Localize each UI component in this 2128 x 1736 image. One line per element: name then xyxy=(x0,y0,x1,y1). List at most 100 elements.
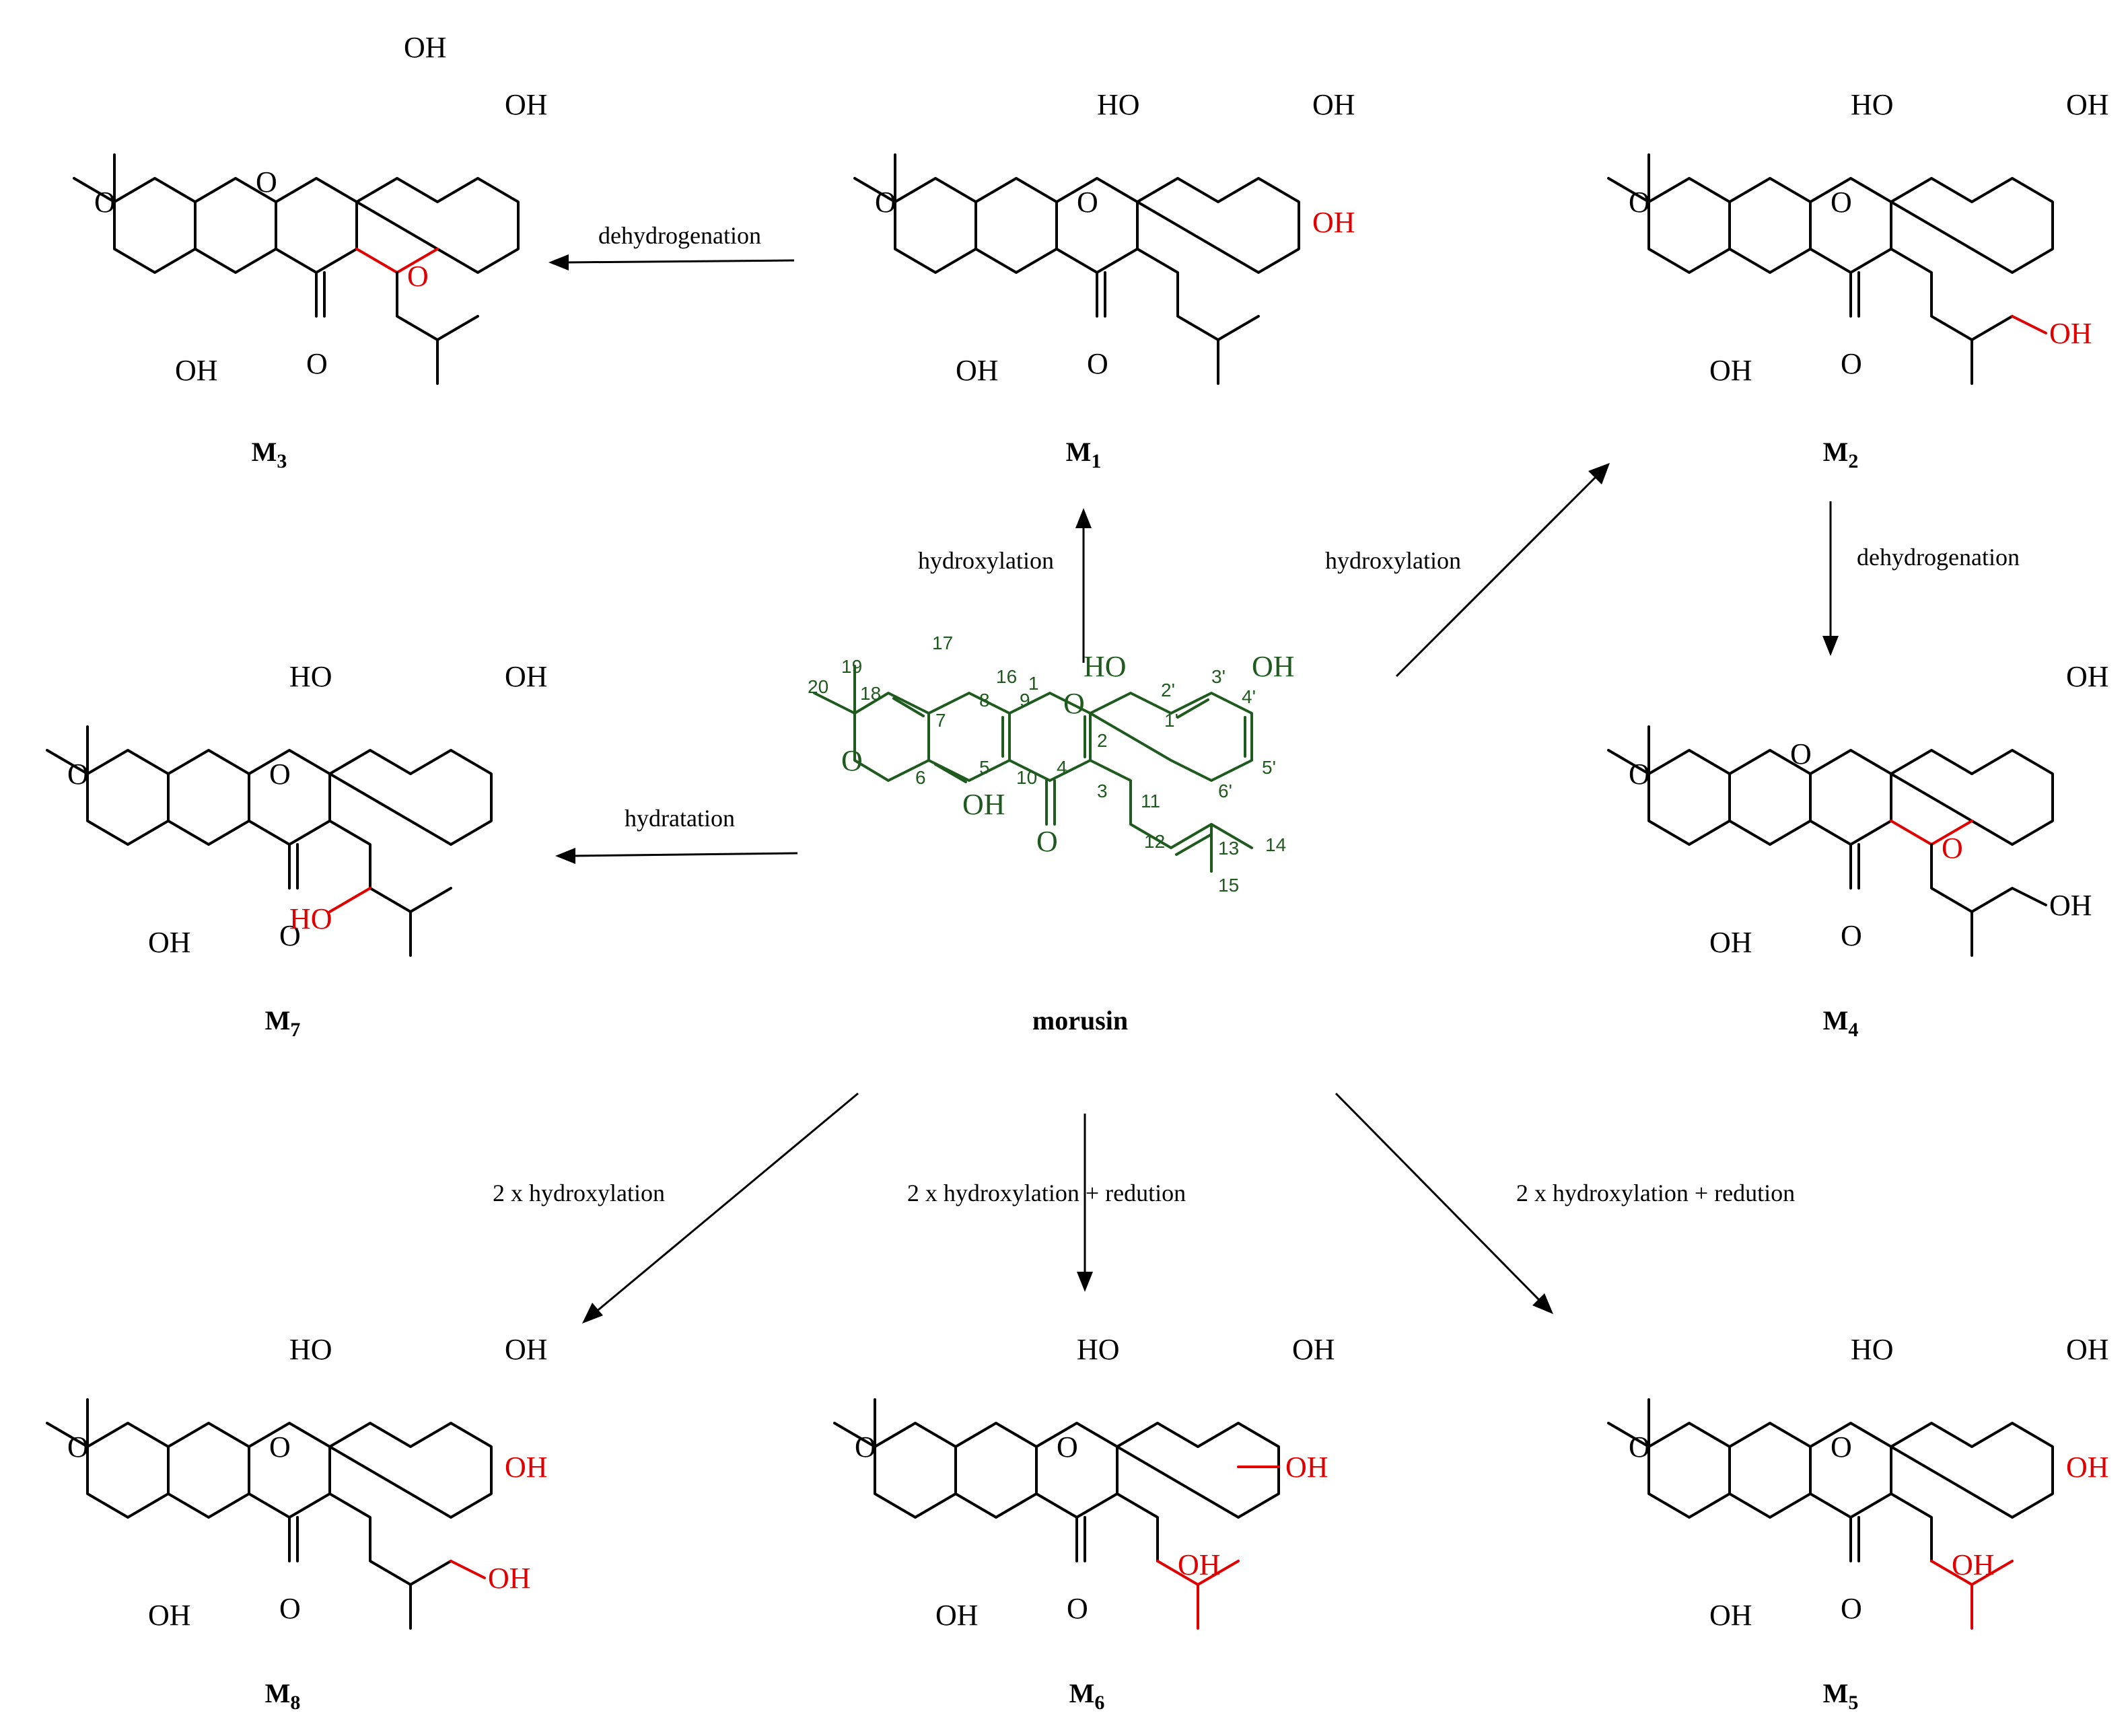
morusin-ho-2p: HO xyxy=(1084,650,1127,683)
m8-o-ring: O xyxy=(269,1431,291,1463)
num-2p: 2' xyxy=(1161,680,1175,700)
num-2: 2 xyxy=(1097,730,1108,751)
m3-o-ring: O xyxy=(256,166,277,198)
m5-ho: HO xyxy=(1851,1333,1894,1366)
m2-ho: HO xyxy=(1851,88,1894,121)
m4-o-ring: O xyxy=(1790,737,1812,770)
num-20: 20 xyxy=(808,676,828,697)
num-5: 5 xyxy=(979,757,990,778)
m6-label: M6 xyxy=(1069,1678,1105,1714)
rxn-label-to-m1: hydroxylation xyxy=(918,547,1054,574)
m1-label: M1 xyxy=(1066,437,1102,472)
num-3: 3 xyxy=(1097,781,1108,801)
m7-ho-new: HO xyxy=(289,902,332,935)
m5-oh-ring: OH xyxy=(2066,1451,2109,1484)
m8-oh-ring: OH xyxy=(505,1451,548,1484)
arrowhead-to-m3 xyxy=(548,254,569,270)
num-12: 12 xyxy=(1144,831,1165,852)
m2-oh-new: OH xyxy=(2049,317,2092,350)
num-19: 19 xyxy=(841,656,862,677)
m7-oh-top: OH xyxy=(505,660,548,693)
rxn-label-to-m6: 2 x hydroxylation + redution xyxy=(907,1180,1186,1206)
num-16: 16 xyxy=(996,666,1017,687)
num-3p: 3' xyxy=(1211,666,1226,687)
rxn-label-to-m4: dehydrogenation xyxy=(1857,544,2020,571)
rxn-label-to-m7: hydratation xyxy=(625,805,735,832)
m2-o-pyran: O xyxy=(1629,186,1650,219)
morusin-oh-4p: OH xyxy=(1252,650,1295,683)
arrowhead-to-m2 xyxy=(1588,463,1610,484)
rxn-label-to-m3: dehydrogenation xyxy=(598,222,761,249)
arrowhead-to-m4 xyxy=(1822,636,1839,656)
m7-oh-5: OH xyxy=(148,926,191,959)
m3-o-new: O xyxy=(407,260,429,293)
num-15: 15 xyxy=(1218,875,1239,896)
arrow-to-m3 xyxy=(565,259,795,264)
m6-oh-5: OH xyxy=(935,1599,979,1632)
m1-structure: O O OH O HO OH OH xyxy=(853,88,1355,387)
morusin-oh-5: OH xyxy=(962,788,1005,821)
m5-oh-5: OH xyxy=(1709,1599,1752,1632)
m5-o-pyran: O xyxy=(1629,1431,1650,1463)
m5-o-ring: O xyxy=(1831,1431,1852,1463)
m7-label: M7 xyxy=(265,1005,301,1041)
m8-ho: HO xyxy=(289,1333,332,1366)
arrow-to-m7 xyxy=(571,852,798,857)
m7-o-carbonyl: O xyxy=(279,919,301,952)
num-11: 11 xyxy=(1141,791,1160,811)
m1-o-ring: O xyxy=(1077,186,1098,219)
m4-oh-side: OH xyxy=(2049,889,2092,922)
m6-o-pyran: O xyxy=(855,1431,876,1463)
m3-label: M3 xyxy=(252,437,287,472)
num-1p: 1' xyxy=(1164,710,1178,731)
m4-o-carbonyl: O xyxy=(1841,919,1862,952)
rxn-label-to-m8: 2 x hydroxylation xyxy=(493,1180,665,1206)
num-5p: 5' xyxy=(1262,757,1276,778)
num-1: 1 xyxy=(1028,673,1039,694)
m8-oh-side: OH xyxy=(488,1562,531,1595)
num-7: 7 xyxy=(935,710,946,731)
m8-o-pyran: O xyxy=(67,1431,89,1463)
num-4: 4 xyxy=(1057,757,1067,778)
m3-oh-5: OH xyxy=(175,354,218,387)
m1-oh-new: OH xyxy=(1312,206,1355,239)
m3-o-pyran: O xyxy=(94,186,116,219)
num-6p: 6' xyxy=(1218,781,1232,801)
morusin-label: morusin xyxy=(1032,1005,1128,1036)
arrowhead-to-m7 xyxy=(555,848,575,864)
m4-oh-top: OH xyxy=(2066,660,2109,693)
m4-oh-5: OH xyxy=(1709,926,1752,959)
num-4p: 4' xyxy=(1242,686,1256,707)
m6-oh-side: OH xyxy=(1178,1548,1221,1581)
m2-oh-top: OH xyxy=(2066,88,2109,121)
m5-oh-top: OH xyxy=(2066,1333,2109,1366)
arrowhead-to-m5 xyxy=(1532,1293,1553,1314)
m2-label: M2 xyxy=(1823,437,1859,472)
m6-oh-top: OH xyxy=(1292,1333,1335,1366)
m8-oh-top: OH xyxy=(505,1333,548,1366)
rxn-label-to-m2: hydroxylation xyxy=(1325,547,1461,574)
m4-structure: O O O OH O OH OH xyxy=(1607,660,2109,959)
m1-oh-top: OH xyxy=(1312,88,1355,121)
m7-structure: O O OH O HO OH HO xyxy=(46,660,548,959)
m3-oh-right: OH xyxy=(505,88,548,121)
num-14: 14 xyxy=(1265,834,1286,855)
morusin-structure: O O O OH HO OH 1 2 3 4 5 6 7 8 9 10 11 1… xyxy=(808,632,1295,896)
m7-ho: HO xyxy=(289,660,332,693)
m6-oh-ring: OH xyxy=(1285,1451,1328,1484)
m6-o-ring: O xyxy=(1057,1431,1078,1463)
m2-o-ring: O xyxy=(1831,186,1852,219)
m1-ho: HO xyxy=(1097,88,1140,121)
num-17: 17 xyxy=(932,632,953,653)
morusin-o-ring: O xyxy=(1063,687,1085,720)
m2-oh-5: OH xyxy=(1709,354,1752,387)
m4-o-pyran: O xyxy=(1629,758,1650,791)
m6-o-carbonyl: O xyxy=(1067,1592,1088,1625)
m8-label: M8 xyxy=(265,1678,301,1714)
m8-o-carbonyl: O xyxy=(279,1592,301,1625)
m8-structure: O O OH O HO OH OH OH xyxy=(46,1333,548,1632)
arrowhead-to-m1 xyxy=(1075,508,1092,528)
m7-o-pyran: O xyxy=(67,758,89,791)
rxn-label-to-m5: 2 x hydroxylation + redution xyxy=(1516,1180,1795,1206)
